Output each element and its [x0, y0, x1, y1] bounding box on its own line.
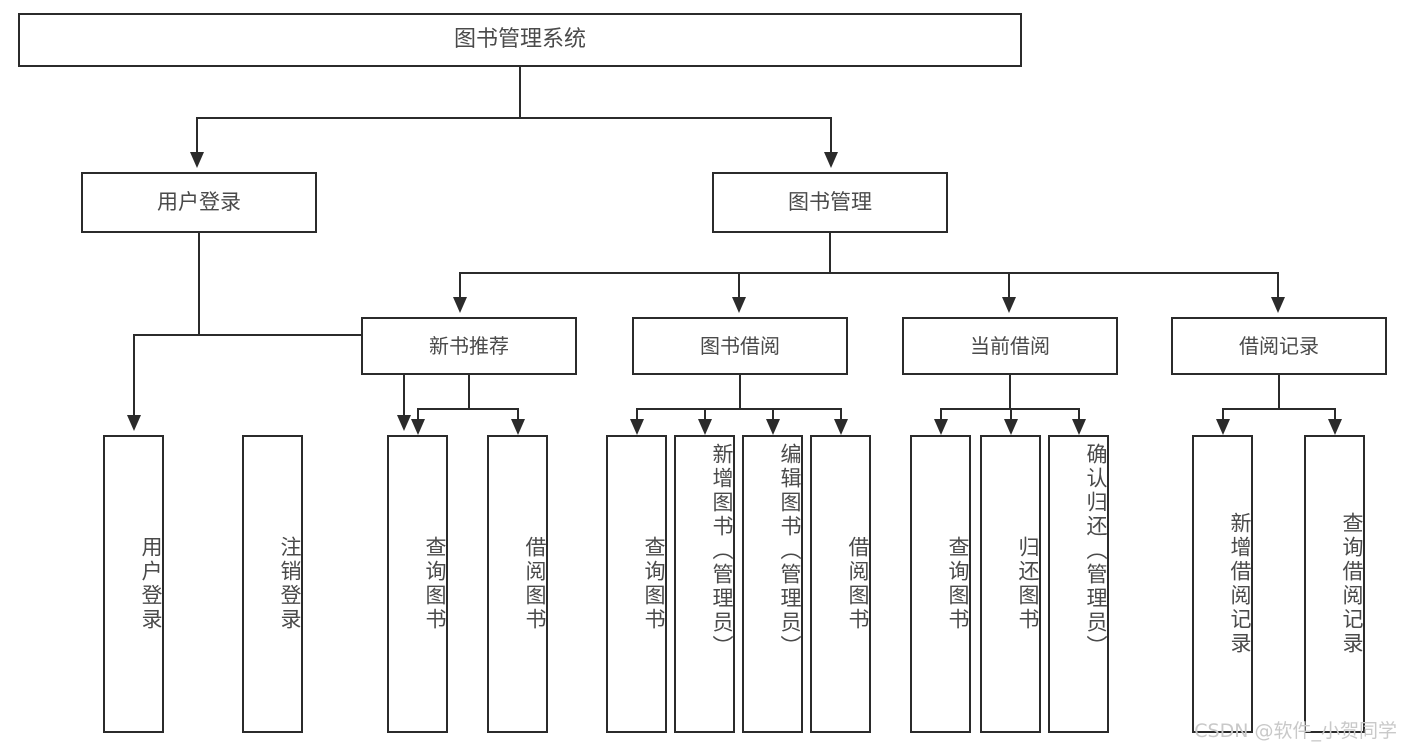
arrow-to-new-book-recommend: [453, 297, 467, 313]
leaf-query-book-3[interactable]: 查询图书: [910, 435, 971, 733]
connector-bb-child-4: [840, 408, 842, 420]
arrow-bb-child-2: [698, 419, 712, 435]
leaf-return-book-label: 归还图书: [1016, 536, 1040, 632]
connector-user-login-child-1: [133, 334, 135, 416]
connector-cb-child-1: [940, 408, 942, 420]
leaf-edit-book[interactable]: 编辑图书（管理员）: [742, 435, 803, 733]
arrow-cb-child-2: [1004, 419, 1018, 435]
arrow-to-current-borrow: [1002, 297, 1016, 313]
arrow-to-book-borrow: [732, 297, 746, 313]
arrow-br-child-1: [1216, 419, 1230, 435]
connector-bb-child-3: [772, 408, 774, 420]
node-current-borrow[interactable]: 当前借阅: [902, 317, 1118, 375]
connector-bb-child-1: [636, 408, 638, 420]
leaf-user-login-label: 用户登录: [139, 536, 163, 632]
csdn-watermark: CSDN @软件_小贺同学: [1194, 720, 1397, 742]
leaf-confirm-return-label: 确认归还（管理员）: [1084, 443, 1108, 659]
connector-br-child-2: [1334, 408, 1336, 420]
leaf-edit-book-label: 编辑图书（管理员）: [778, 443, 802, 659]
connector-to-new-book-recommend: [459, 272, 461, 298]
connector-to-user-login: [196, 117, 198, 153]
leaf-confirm-return[interactable]: 确认归还（管理员）: [1048, 435, 1109, 733]
leaf-query-book-2[interactable]: 查询图书: [606, 435, 667, 733]
connector-current-borrow-stem: [1009, 375, 1011, 409]
connector-root-stem: [519, 67, 521, 118]
connector-book-borrow-stem: [739, 375, 741, 409]
connector-new-book-recommend-bus: [417, 408, 519, 410]
leaf-add-record[interactable]: 新增借阅记录: [1192, 435, 1253, 733]
node-user-login-label: 用户登录: [157, 190, 241, 215]
connector-new-book-recommend-stem: [468, 375, 470, 409]
node-book-manage[interactable]: 图书管理: [712, 172, 948, 233]
leaf-query-book-1-label: 查询图书: [423, 536, 447, 632]
connector-nbr-child-1: [417, 408, 419, 420]
connector-user-login-stem: [198, 233, 200, 335]
arrow-to-borrow-record: [1271, 297, 1285, 313]
arrow-br-child-2: [1328, 419, 1342, 435]
connector-to-current-borrow: [1008, 272, 1010, 298]
connector-book-manage-stem: [829, 233, 831, 273]
arrow-nbr-child-1: [411, 419, 425, 435]
leaf-borrow-book-1-label: 借阅图书: [523, 536, 547, 632]
connector-br-child-1: [1222, 408, 1224, 420]
arrow-bb-child-1: [630, 419, 644, 435]
arrow-user-login-child-2: [397, 415, 411, 431]
node-book-borrow-label: 图书借阅: [700, 333, 780, 358]
connector-book-borrow-bus: [636, 408, 842, 410]
connector-bb-child-2: [704, 408, 706, 420]
leaf-borrow-book-1[interactable]: 借阅图书: [487, 435, 548, 733]
leaf-return-book[interactable]: 归还图书: [980, 435, 1041, 733]
arrow-cb-child-3: [1072, 419, 1086, 435]
leaf-borrow-book-2-label: 借阅图书: [846, 536, 870, 632]
node-new-book-recommend-label: 新书推荐: [429, 333, 509, 358]
node-current-borrow-label: 当前借阅: [970, 333, 1050, 358]
connector-to-book-borrow: [738, 272, 740, 298]
connector-cb-child-2: [1010, 408, 1012, 420]
leaf-add-book-label: 新增图书（管理员）: [710, 443, 734, 659]
leaf-add-record-label: 新增借阅记录: [1228, 512, 1252, 656]
leaf-query-record[interactable]: 查询借阅记录: [1304, 435, 1365, 733]
connector-cb-child-3: [1078, 408, 1080, 420]
connector-level2-bus: [196, 117, 832, 119]
arrow-nbr-child-2: [511, 419, 525, 435]
leaf-query-book-3-label: 查询图书: [946, 536, 970, 632]
leaf-add-book[interactable]: 新增图书（管理员）: [674, 435, 735, 733]
node-root-label: 图书管理系统: [453, 27, 586, 53]
connector-to-borrow-record: [1277, 272, 1279, 298]
leaf-query-record-label: 查询借阅记录: [1340, 512, 1364, 656]
connector-user-login-child-2: [403, 334, 405, 416]
connector-borrow-record-stem: [1278, 375, 1280, 409]
leaf-logout-label: 注销登录: [278, 536, 302, 632]
arrow-user-login-child-1: [127, 415, 141, 431]
connector-level3-bus: [459, 272, 1278, 274]
arrow-to-user-login: [190, 152, 204, 168]
node-user-login[interactable]: 用户登录: [81, 172, 317, 233]
connector-nbr-child-2: [517, 408, 519, 420]
connector-borrow-record-bus: [1222, 408, 1336, 410]
connector-user-login-bus: [133, 334, 405, 336]
arrow-bb-child-4: [834, 419, 848, 435]
leaf-query-book-1[interactable]: 查询图书: [387, 435, 448, 733]
leaf-user-login[interactable]: 用户登录: [103, 435, 164, 733]
node-root[interactable]: 图书管理系统: [18, 13, 1022, 67]
arrow-bb-child-3: [766, 419, 780, 435]
connector-to-book-manage: [830, 117, 832, 153]
leaf-query-book-2-label: 查询图书: [642, 536, 666, 632]
node-new-book-recommend[interactable]: 新书推荐: [361, 317, 577, 375]
node-book-manage-label: 图书管理: [788, 190, 872, 215]
node-borrow-record-label: 借阅记录: [1239, 333, 1319, 358]
leaf-borrow-book-2[interactable]: 借阅图书: [810, 435, 871, 733]
node-borrow-record[interactable]: 借阅记录: [1171, 317, 1387, 375]
arrow-to-book-manage: [824, 152, 838, 168]
node-book-borrow[interactable]: 图书借阅: [632, 317, 848, 375]
leaf-logout[interactable]: 注销登录: [242, 435, 303, 733]
arrow-cb-child-1: [934, 419, 948, 435]
